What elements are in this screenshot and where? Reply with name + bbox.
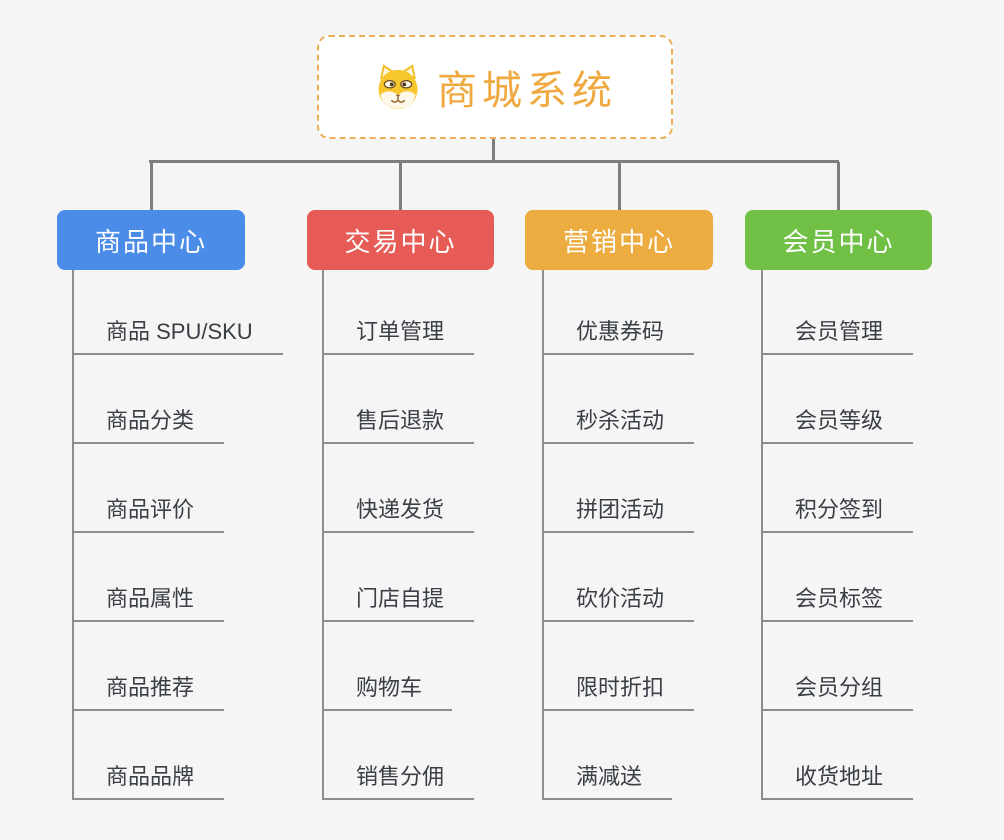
child-topic[interactable]: 快递发货 [322, 495, 475, 533]
connector-drop-member [837, 162, 840, 210]
child-topic[interactable]: 限时折扣 [542, 673, 695, 711]
child-topic[interactable]: 积分签到 [761, 495, 914, 533]
connector-drop-marketing [618, 162, 621, 210]
connector-drop-product [150, 162, 153, 210]
root-topic-title: 商城系统 [437, 69, 617, 113]
child-topic[interactable]: 优惠券码 [542, 317, 695, 355]
child-topic[interactable]: 秒杀活动 [542, 406, 695, 444]
connector-drop-trade [399, 162, 402, 210]
branch-label: 商品中心 [94, 226, 207, 257]
child-topic[interactable]: 门店自提 [322, 584, 475, 622]
child-topic[interactable]: 订单管理 [322, 317, 475, 355]
child-topic[interactable]: 拼团活动 [542, 495, 695, 533]
dog-face-icon [378, 64, 418, 109]
child-topic[interactable]: 商品品牌 [72, 762, 225, 800]
child-topic[interactable]: 会员管理 [761, 317, 914, 355]
child-topic[interactable]: 满减送 [542, 762, 673, 800]
child-topic[interactable]: 商品 SPU/SKU [72, 317, 283, 355]
branch-label: 交易中心 [344, 226, 457, 257]
child-topic[interactable]: 售后退款 [322, 406, 475, 444]
child-topic[interactable]: 商品分类 [72, 406, 225, 444]
connector-trunk [149, 160, 839, 163]
branch-children-member: 会员管理 会员等级 积分签到 会员标签 会员分组 收货地址 [761, 270, 1001, 810]
child-topic[interactable]: 销售分佣 [322, 762, 475, 800]
child-topic[interactable]: 收货地址 [761, 762, 914, 800]
branch-children-product: 商品 SPU/SKU 商品分类 商品评价 商品属性 商品推荐 商品品牌 [72, 270, 312, 810]
child-topic[interactable]: 商品推荐 [72, 673, 225, 711]
child-topic[interactable]: 砍价活动 [542, 584, 695, 622]
branch-topic-marketing[interactable]: 营销中心 [525, 210, 713, 270]
child-topic[interactable]: 商品评价 [72, 495, 225, 533]
branch-children-trade: 订单管理 售后退款 快递发货 门店自提 购物车 销售分佣 [322, 270, 562, 810]
connector-root-stem [492, 139, 495, 161]
branch-label: 会员中心 [782, 226, 895, 257]
branch-topic-member[interactable]: 会员中心 [745, 210, 932, 270]
child-topic[interactable]: 购物车 [322, 673, 453, 711]
branch-topic-trade[interactable]: 交易中心 [307, 210, 494, 270]
child-topic[interactable]: 会员分组 [761, 673, 914, 711]
root-topic[interactable]: 商城系统 [317, 35, 673, 139]
child-topic[interactable]: 会员标签 [761, 584, 914, 622]
branch-children-marketing: 优惠券码 秒杀活动 拼团活动 砍价活动 限时折扣 满减送 [542, 270, 782, 810]
branch-label: 营销中心 [562, 226, 675, 257]
child-topic[interactable]: 会员等级 [761, 406, 914, 444]
branch-topic-product[interactable]: 商品中心 [57, 210, 245, 270]
child-topic[interactable]: 商品属性 [72, 584, 225, 622]
